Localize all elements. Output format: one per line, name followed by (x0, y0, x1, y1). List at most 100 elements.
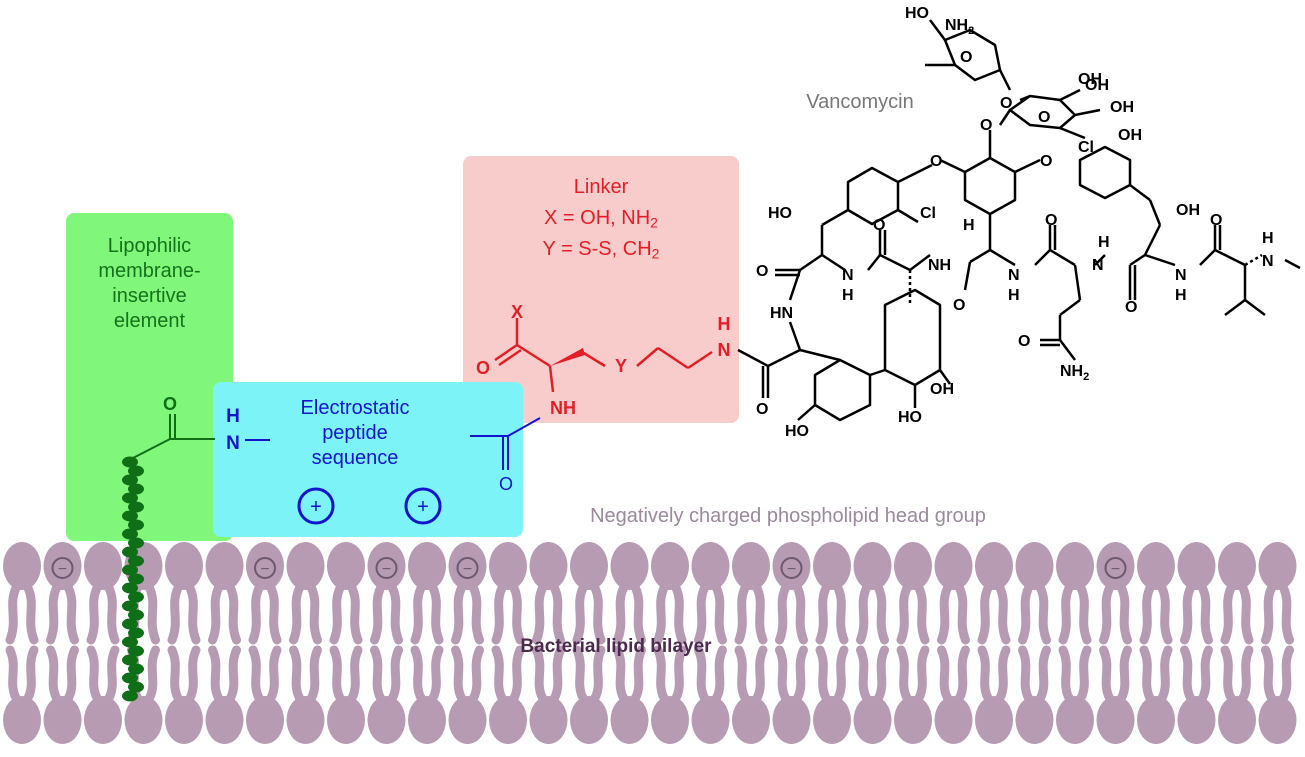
lipid-head-bottom (448, 696, 487, 744)
lipid-tail-top (289, 583, 322, 645)
positive-charge-2: + (404, 487, 442, 525)
helix-bead (128, 627, 144, 639)
negative-charge-circle (456, 557, 479, 579)
lipid-head-bottom (327, 696, 365, 744)
blue-carbonyl (470, 417, 541, 470)
lipid-tail-bottom (1099, 645, 1132, 703)
blue-carbonyl-oxygen: O (499, 474, 513, 494)
helix-bead (122, 510, 138, 522)
atom-ho-bottom: HO (785, 423, 809, 440)
lipid-tail-bottom (1180, 645, 1213, 703)
lipid-head-bottom (286, 696, 325, 744)
linker-wedge-bond (550, 348, 585, 366)
lipid-head-bottom (165, 696, 203, 744)
lipid-tail-bottom (451, 645, 484, 703)
lipid-head-bottom (934, 696, 973, 744)
lipid-head-top (165, 542, 203, 590)
lipid-tail-top (532, 583, 565, 645)
lipid-head-bottom (772, 696, 811, 744)
lipid-head-top (934, 542, 973, 590)
lipid-head-top (772, 542, 811, 590)
lipid-tail-top (329, 583, 363, 645)
helix-bead (122, 492, 138, 504)
helix-bead (128, 645, 144, 657)
lipid-head-top (489, 542, 527, 590)
lipid-tail-bottom (410, 645, 444, 703)
negative-charge-circle (780, 557, 803, 579)
helix-bead (128, 663, 144, 675)
linker-carbonyl-oxygen: O (476, 358, 490, 378)
lipid-head-bottom (205, 696, 244, 744)
atom-cl-left: Cl (920, 205, 936, 222)
lipid-tail-top (1099, 583, 1132, 645)
negative-charge-circle (51, 557, 74, 579)
helix-bead (128, 609, 144, 621)
vancomycin-label: Vancomycin (806, 91, 913, 113)
lipid-tail-top (370, 583, 403, 645)
lipid-head-bottom (975, 696, 1013, 744)
lipid-head-bottom (1056, 696, 1094, 744)
vancomycin-bonds (737, 19, 1301, 422)
lipid-tail-top (896, 583, 930, 645)
lipid-head-bottom (1258, 696, 1297, 744)
lipid-head-bottom (1218, 696, 1256, 744)
helix-bead (128, 681, 144, 693)
lipid-tails (5, 583, 1294, 703)
lipid-tail-top (775, 583, 808, 645)
lipid-tail-bottom (977, 645, 1011, 703)
helix-bead (122, 528, 138, 540)
helix-bead (128, 483, 144, 495)
atom-h-amide-5: H (1175, 287, 1187, 304)
helix-bead (122, 618, 138, 630)
lipid-tail-top (1180, 583, 1213, 645)
bilayer-label: Bacterial lipid bilayer (520, 636, 712, 657)
lipid-tail-bottom (46, 645, 79, 703)
atom-oh-3: OH (1078, 71, 1102, 88)
atom-nh-amide-2: NH (928, 257, 951, 274)
atom-o-sugar-ring-2: O (1038, 109, 1050, 126)
helix-bead (122, 456, 138, 468)
lipid-head-bottom (651, 696, 689, 744)
negative-charge-sign: − (260, 561, 269, 578)
helix-bead (122, 564, 138, 576)
lipid-head-top (1056, 542, 1094, 590)
lipid-heads (3, 542, 1297, 744)
atom-ho-sugar: HO (905, 5, 929, 22)
negative-charge-sign: − (787, 561, 796, 578)
atom-o-ether-right: O (1040, 153, 1052, 170)
lipid-head-bottom (124, 696, 163, 744)
lipid-tail-top (856, 583, 889, 645)
atom-o-asn: O (1018, 333, 1030, 350)
helix-bead (122, 600, 138, 612)
lipid-tail-bottom (208, 645, 241, 703)
lipid-head-bottom (367, 696, 406, 744)
lipid-head-top (1218, 542, 1256, 590)
lipid-head-bottom (489, 696, 527, 744)
lipid-tail-bottom (572, 645, 606, 703)
lipid-head-top (408, 542, 446, 590)
lipid-tail-top (694, 583, 727, 645)
helix-bead (122, 672, 138, 684)
atom-o-glycoside-2: O (980, 117, 992, 134)
lipid-tail-top (5, 583, 39, 645)
lipid-head-top (43, 542, 82, 590)
linker-y-definition: Y = S-S, CH2 (542, 238, 660, 262)
lipid-tail-bottom (1018, 645, 1051, 703)
lipid-tail-bottom (370, 645, 403, 703)
lipid-tail-top (1058, 583, 1092, 645)
atom-o-amide-4: O (1045, 212, 1057, 229)
atom-o-amide-5: O (1125, 299, 1137, 316)
lipid-tail-bottom (896, 645, 930, 703)
lipid-head-bottom (1096, 696, 1135, 744)
lipid-tail-top (653, 583, 687, 645)
lipid-head-bottom (610, 696, 649, 744)
helix-bead (122, 636, 138, 648)
lipid-head-bottom (691, 696, 730, 744)
atom-o-amide-2: O (873, 217, 885, 234)
lipid-head-top (205, 542, 244, 590)
lipid-head-top (1177, 542, 1216, 590)
lipophilic-element-box (66, 213, 233, 541)
atom-oh-4: OH (1118, 127, 1142, 144)
lipid-tail-bottom (653, 645, 687, 703)
